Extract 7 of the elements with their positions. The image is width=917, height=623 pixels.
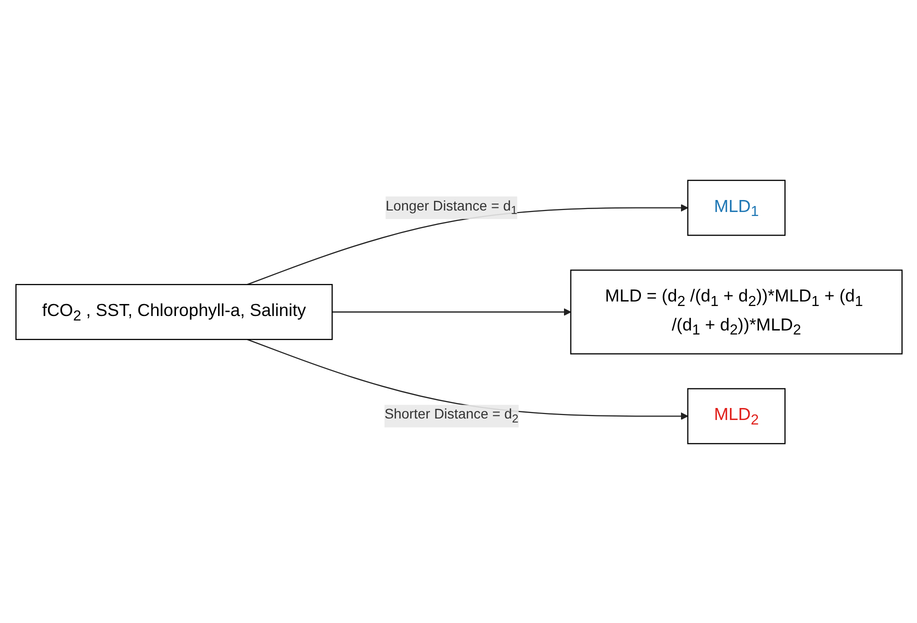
node-box: MLD$_{2}$ (686, 388, 786, 444)
edge-label: Shorter Distance = d$_{2}$ (384, 406, 518, 424)
arrow (332, 308, 571, 316)
edge-label: Longer Distance = d$_{1}$ (385, 198, 517, 216)
node-box: MLD = (d$_{2}$ /(d$_{1}$ + d$_{2}$))*MLD$_{1}$ + (d$_{1}$ /(d$_{1}$ + d$_{2}$))*MLD$_{2}$ (570, 269, 902, 354)
node-box: MLD$_{1}$ (686, 179, 786, 236)
node-box: fCO$_{2}$ , SST, Chlorophyll-a, Salinity (14, 283, 332, 340)
